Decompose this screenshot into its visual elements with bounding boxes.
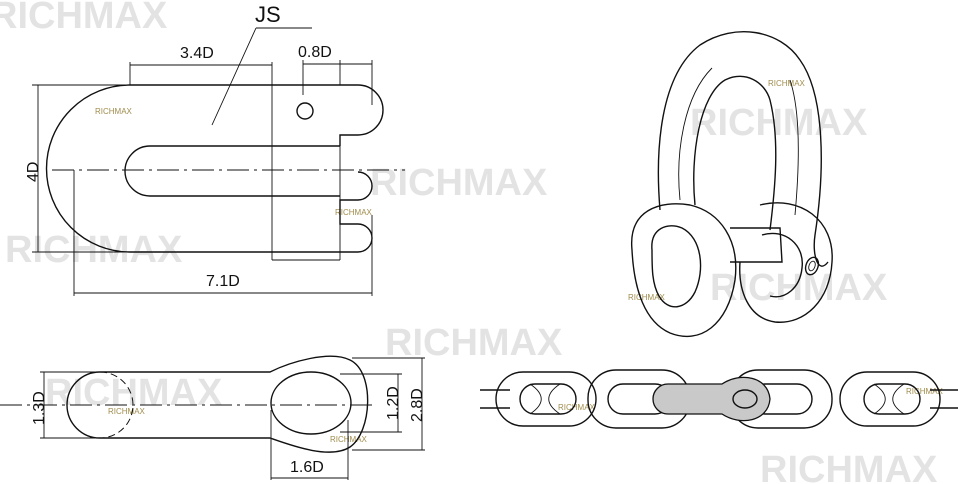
dim-0-8d: 0.8D [298,44,332,61]
pin-hole [296,102,314,120]
top-view: 1.3D 1.2D 2.8D 1.6D [0,355,426,480]
watermark-large: RICHMAX [760,449,938,484]
dim-7-1d: 7.1D [206,273,240,290]
watermark-small: RICHMAX [330,435,368,444]
dim-2-8d: 2.8D [409,388,426,422]
watermark-large: RICHMAX [385,322,563,364]
shackle-3d [631,31,833,338]
watermark-small: RICHMAX [108,407,146,416]
dim-3-4d: 3.4D [180,45,214,62]
watermark-small: RICHMAX [628,293,666,302]
dim-4d: 4D [25,162,42,182]
dim-1-2d: 1.2D [385,386,402,420]
watermark-large: RICHMAX [45,372,223,414]
chain-assembly [480,369,958,429]
watermark-small: RICHMAX [95,107,133,116]
watermark-large: RICHMAX [0,0,168,37]
dim-1-3d: 1.3D [31,391,48,425]
watermark-small: RICHMAX [335,208,373,217]
watermark-small: RICHMAX [906,387,944,396]
watermark-large: RICHMAX [5,229,183,271]
watermark-large: RICHMAX [710,267,888,309]
side-view: JS 3.4D 0.8D 4D 7.1D [25,2,405,296]
watermark-large: RICHMAX [370,162,548,204]
watermark-small: RICHMAX [768,79,806,88]
watermark-large: RICHMAX [690,102,868,144]
dim-1-6d: 1.6D [290,459,324,476]
watermark-small: RICHMAX [558,403,596,412]
part-title: JS [255,2,281,27]
